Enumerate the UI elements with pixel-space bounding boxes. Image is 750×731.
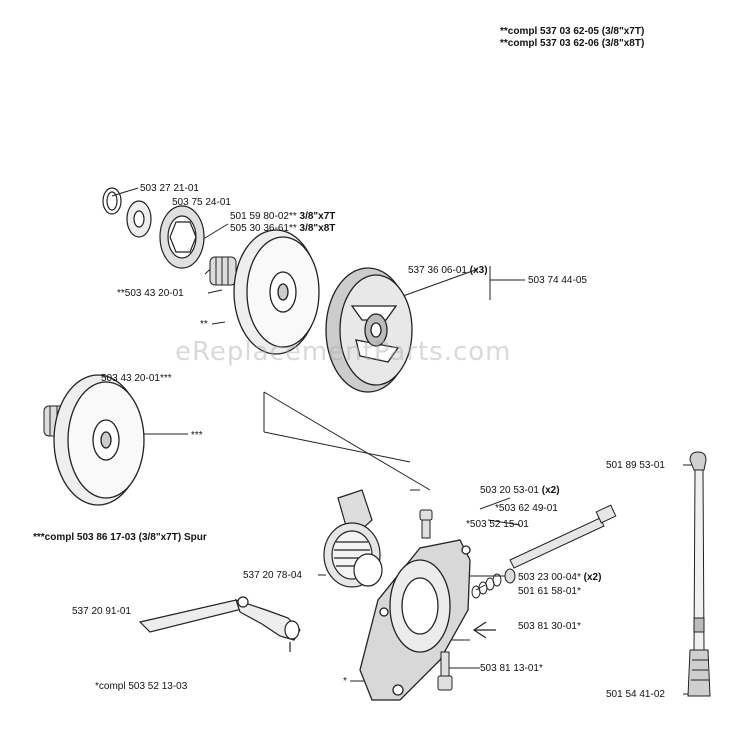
part-label: *503 62 49-01 [495, 503, 558, 514]
leader-line [479, 497, 511, 510]
part-label: 503 27 21-01 [140, 183, 199, 194]
spur-compl-note: ***compl 503 86 17-03 (3/8"x7T) Spur [33, 532, 207, 543]
part-label: 503 43 20-01*** [101, 373, 172, 384]
part-number: 503 20 53-01 [480, 485, 539, 496]
leader-line [111, 187, 139, 197]
needle-bearing [209, 256, 237, 286]
part-label: *503 52 15-01 [466, 519, 529, 530]
compl-bottom-note: *compl 503 52 13-03 [95, 681, 188, 692]
part-number: 505 30 36-61** [230, 223, 297, 234]
leader-line [475, 584, 486, 591]
part-label: 503 20 53-01 (x2) [480, 485, 560, 496]
header-compl-2: **compl 537 03 62-06 (3/8"x8T) [500, 38, 644, 49]
part-number: 537 36 06-01 [408, 265, 467, 276]
part-label: **503 43 20-01 [117, 288, 184, 299]
part-label: 503 81 13-01* [480, 663, 543, 674]
screw [419, 509, 433, 539]
spur-compl-size: (3/8"x7T) Spur [138, 532, 207, 543]
leader-line [391, 268, 479, 301]
part-label: 503 81 30-01* [518, 621, 581, 632]
part-label: 505 30 36-61** 3/8"x8T [230, 223, 335, 234]
part-label: 537 36 06-01 (x3) [408, 265, 488, 276]
part-label: ** [200, 319, 208, 330]
part-label: 501 59 80-02** 3/8"x7T [230, 211, 335, 222]
part-number: 501 59 80-02** [230, 211, 297, 222]
clutch-assembly [325, 267, 413, 393]
snap-ring [102, 187, 122, 215]
leader-line [207, 289, 223, 294]
leader-line [487, 519, 521, 526]
pump-shaft [509, 504, 617, 569]
part-qty: (x2) [583, 572, 602, 583]
part-label: 501 89 53-01 [606, 460, 665, 471]
assembly-line [263, 431, 411, 463]
part-qty: (x3) [469, 265, 488, 276]
assembly-line [263, 391, 431, 491]
clutch-drum-spur [53, 374, 145, 506]
part-label: * [343, 676, 347, 687]
adjusting-screw [437, 651, 453, 691]
header-compl-2-size: (3/8"x8T) [601, 38, 645, 49]
part-label: 537 20 91-01 [72, 606, 131, 617]
part-label: 501 61 58-01* [518, 586, 581, 597]
part-label: 537 20 78-04 [243, 570, 302, 581]
clutch-drum [233, 229, 320, 355]
part-size: 3/8"x8T [299, 223, 336, 234]
pump-spring [471, 568, 516, 599]
part-label: 503 23 00-04* (x2) [518, 572, 601, 583]
spur-compl-prefix: ***compl 503 86 17-03 [33, 532, 136, 543]
part-label: 501 54 41-02 [606, 689, 665, 700]
oil-pump-lever [138, 596, 301, 652]
part-size: 3/8"x7T [299, 211, 336, 222]
part-qty: (x2) [541, 485, 560, 496]
oil-pump-housing [359, 539, 471, 701]
washer [126, 200, 152, 238]
watermark: eReplacementParts.com [175, 337, 512, 367]
part-label: 503 74 44-05 [528, 275, 587, 286]
header-compl-2-prefix: **compl 537 03 62-06 [500, 38, 599, 49]
part-number: 503 23 00-04* [518, 572, 581, 583]
direction-arrow [472, 621, 496, 639]
leader-line [211, 321, 226, 325]
header-compl-1: **compl 537 03 62-05 (3/8"x7T) [500, 26, 644, 37]
part-label: *** [191, 430, 203, 441]
part-label: 503 75 24-01 [172, 197, 231, 208]
oil-pickup-tube [687, 451, 711, 697]
worm-gear [323, 489, 383, 588]
rim-sprocket [159, 205, 205, 269]
header-compl-1-prefix: **compl 537 03 62-05 [500, 26, 599, 37]
header-compl-1-size: (3/8"x7T) [601, 26, 645, 37]
